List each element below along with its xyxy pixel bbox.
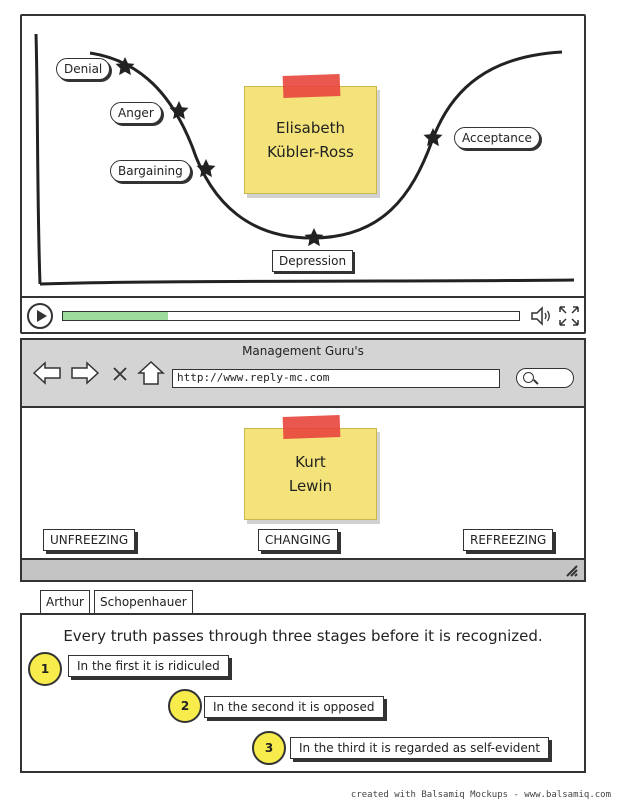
stage-label-depression: Depression bbox=[272, 250, 354, 272]
change-curve-chart bbox=[34, 33, 575, 286]
refreezing-button[interactable]: REFREEZING bbox=[463, 529, 554, 551]
search-icon bbox=[523, 372, 534, 383]
forward-arrow-icon[interactable] bbox=[70, 360, 100, 386]
star-bargaining bbox=[196, 159, 216, 178]
browser-status-bar bbox=[22, 558, 584, 580]
changing-button[interactable]: CHANGING bbox=[258, 529, 338, 551]
y-axis bbox=[34, 33, 42, 285]
step-number-3: 3 bbox=[252, 731, 286, 765]
play-icon[interactable] bbox=[27, 303, 53, 329]
sticky-line-2: Lewin bbox=[288, 477, 333, 495]
progress-bar[interactable] bbox=[62, 311, 520, 321]
tape-strip bbox=[282, 74, 341, 98]
stop-icon[interactable] bbox=[110, 360, 130, 386]
tab-arthur[interactable]: Arthur bbox=[40, 590, 90, 614]
tape-strip bbox=[282, 415, 341, 439]
resize-grip-icon[interactable] bbox=[564, 563, 578, 577]
sticky-note-lewin: Kurt Lewin bbox=[244, 428, 377, 520]
sticky-line-1: Elisabeth bbox=[276, 119, 345, 137]
step-3: In the third it is regarded as self-evid… bbox=[290, 737, 550, 759]
star-acceptance bbox=[423, 128, 443, 147]
speaker-icon[interactable] bbox=[529, 304, 553, 328]
step-2: In the second it is opposed bbox=[204, 696, 384, 718]
step-1: In the first it is ridiculed bbox=[68, 655, 229, 677]
quote-panel: Every truth passes through three stages … bbox=[20, 613, 586, 773]
fullscreen-icon[interactable] bbox=[557, 304, 581, 328]
stage-markers bbox=[115, 57, 443, 247]
star-denial bbox=[115, 57, 135, 76]
tab-schopenhauer[interactable]: Schopenhauer bbox=[94, 590, 193, 614]
browser-toolbar: Management Guru's http://www.reply-mc.co… bbox=[22, 340, 584, 408]
sticky-line-2: Kübler-Ross bbox=[267, 143, 354, 161]
stage-label-denial: Denial bbox=[56, 58, 111, 80]
footer-credit: created with Balsamiq Mockups - www.bals… bbox=[350, 790, 611, 800]
home-icon[interactable] bbox=[136, 360, 166, 386]
browser-title: Management Guru's bbox=[242, 344, 364, 358]
video-player: Denial Anger Bargaining Depression Accep… bbox=[20, 14, 586, 334]
unfreezing-button[interactable]: UNFREEZING bbox=[43, 529, 136, 551]
search-field[interactable] bbox=[516, 368, 574, 388]
stage-label-anger: Anger bbox=[110, 102, 162, 124]
stage-label-acceptance: Acceptance bbox=[454, 127, 540, 149]
quote-heading: Every truth passes through three stages … bbox=[63, 627, 543, 645]
step-number-1: 1 bbox=[28, 652, 62, 686]
sticky-line-1: Kurt bbox=[295, 453, 326, 471]
star-anger bbox=[169, 101, 189, 120]
player-divider bbox=[22, 296, 584, 298]
star-depression bbox=[304, 228, 324, 247]
stage-label-bargaining: Bargaining bbox=[110, 160, 191, 182]
back-arrow-icon[interactable] bbox=[32, 360, 62, 386]
x-axis bbox=[39, 278, 575, 286]
sticky-note-kubler-ross: Elisabeth Kübler-Ross bbox=[244, 86, 377, 194]
url-field[interactable]: http://www.reply-mc.com bbox=[172, 369, 500, 388]
step-number-2: 2 bbox=[168, 689, 202, 723]
browser-window: Management Guru's http://www.reply-mc.co… bbox=[20, 338, 586, 582]
progress-fill bbox=[63, 312, 168, 320]
